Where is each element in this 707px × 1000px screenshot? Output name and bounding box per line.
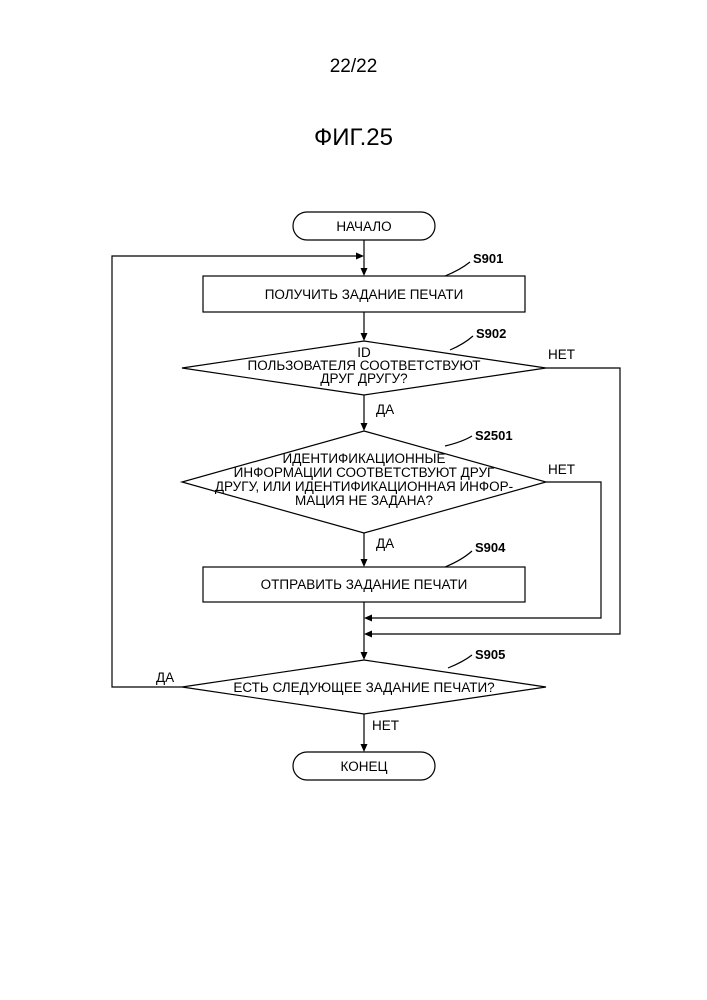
s905-yes-label: ДА bbox=[156, 670, 174, 685]
s902-no-label: НЕТ bbox=[548, 347, 575, 362]
s902-step-id: S902 bbox=[476, 326, 506, 341]
s2501-line-4: МАЦИЯ НЕ ЗАДАНА? bbox=[295, 493, 433, 508]
s2501-line-2: ИНФОРМАЦИИ СООТВЕТСТВУЮТ ДРУГ bbox=[234, 465, 495, 480]
s2501-line-3: ДРУГУ, ИЛИ ИДЕНТИФИКАЦИОННАЯ ИНФОР- bbox=[215, 479, 513, 494]
arrow-s905 bbox=[361, 652, 368, 660]
s2501-no-label: НЕТ bbox=[548, 462, 575, 477]
s901-label: ПОЛУЧИТЬ ЗАДАНИЕ ПЕЧАТИ bbox=[265, 287, 464, 302]
s905-label: ЕСТЬ СЛЕДУЮЩЕЕ ЗАДАНИЕ ПЕЧАТИ? bbox=[233, 680, 494, 695]
s902-line-3: ДРУГ ДРУГУ? bbox=[320, 371, 407, 386]
s2501-line-1: ИДЕНТИФИКАЦИОННЫЕ bbox=[282, 451, 445, 466]
s2501-step-id: S2501 bbox=[475, 428, 513, 443]
s2501-leader bbox=[445, 436, 472, 446]
arrow-loop-join bbox=[356, 253, 364, 260]
arrow-s902 bbox=[361, 333, 368, 341]
arrow-s904 bbox=[361, 559, 368, 567]
arrow-end bbox=[361, 744, 368, 752]
s901-step-id: S901 bbox=[473, 251, 503, 266]
s904-label: ОТПРАВИТЬ ЗАДАНИЕ ПЕЧАТИ bbox=[261, 577, 468, 592]
arrow-s901 bbox=[361, 268, 368, 276]
start-label: НАЧАЛО bbox=[336, 219, 391, 234]
s902-yes-label: ДА bbox=[376, 402, 394, 417]
s905-leader bbox=[448, 655, 472, 668]
s901-leader bbox=[445, 262, 470, 276]
s902-leader bbox=[450, 336, 473, 350]
s2501-yes-label: ДА bbox=[376, 536, 394, 551]
arrow-merge-s2501-no bbox=[364, 615, 372, 622]
s905-no-label: НЕТ bbox=[372, 718, 399, 733]
arrow-merge-s902-no bbox=[364, 631, 372, 638]
arrow-s2501 bbox=[361, 423, 368, 431]
s905-step-id: S905 bbox=[475, 647, 505, 662]
s904-leader bbox=[445, 551, 472, 567]
s904-step-id: S904 bbox=[475, 540, 506, 555]
end-label: КОНЕЦ bbox=[341, 759, 388, 774]
